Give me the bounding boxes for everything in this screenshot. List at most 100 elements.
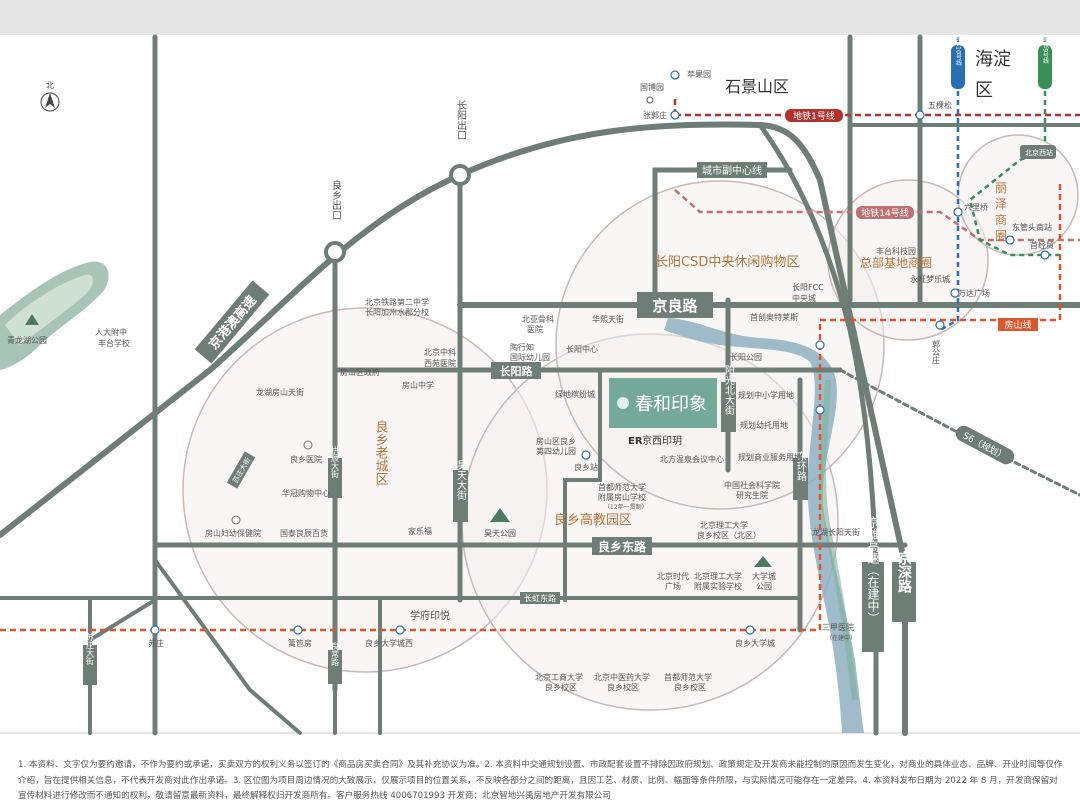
svg-text:丰台学校: 丰台学校 [98, 338, 130, 348]
svg-text:苏庄: 苏庄 [148, 638, 164, 648]
road-label-chengshi: 城市副中心线 [702, 164, 762, 177]
station-beijingwest: 北京西站 [1020, 145, 1056, 159]
svg-text:（在建中）: （在建中） [826, 634, 856, 642]
road-label-jingliang: 京良路 [652, 297, 698, 315]
svg-text:良乡校区（北区）: 良乡校区（北区） [697, 530, 761, 540]
zone-labels: 良乡老城区 良乡高教园区 长阳CSD中央休闲购物区 总部基地商圈 丽 泽 商 圈 [373, 181, 1008, 528]
svg-text:龙湖长阳天街: 龙湖长阳天街 [812, 527, 860, 537]
stations: 苹果园 国博园 张郭庄 五棵松 六里桥 东管头南站 北京西站 首经贸 万达广场 … [148, 69, 1056, 648]
station-shoujingmao: 首经贸 [1030, 240, 1054, 260]
svg-text:良乡校区: 良乡校区 [674, 682, 706, 692]
pois: 人大附中 丰台学校 青龙湖公园 北京铁路第二中学 长阳加州水郡分校 房山区政府 … [7, 246, 950, 692]
zone-label-university: 良乡高教园区 [554, 512, 632, 528]
svg-text:三甲医院: 三甲医院 [822, 622, 854, 632]
metro-label-line1: 地铁1号线 [793, 110, 835, 122]
river [664, 318, 864, 733]
zone-label-csd: 长阳CSD中央休闲购物区 [655, 254, 799, 270]
svg-text:北京工商大学: 北京工商大学 [535, 672, 583, 682]
svg-text:绿地缤纷城: 绿地缤纷城 [555, 389, 595, 399]
station-liuliqiao: 六里桥 [953, 202, 988, 217]
svg-text:第四幼儿园: 第四幼儿园 [536, 446, 576, 456]
school-brand: 学府印悦 [410, 609, 450, 622]
project-sub-logo-icon: ER [628, 436, 643, 447]
compass: 北 [40, 81, 60, 112]
road-jingxiong [757, 122, 879, 736]
svg-text:北亚骨科: 北亚骨科 [522, 314, 554, 324]
station-huangguan: 篱笆房 [288, 625, 312, 648]
svg-text:规划幼托用地: 规划幼托用地 [740, 420, 788, 430]
svg-text:首创奥特莱斯: 首创奥特莱斯 [750, 312, 798, 322]
project-subname: 京西印玥 [642, 434, 682, 447]
svg-text:商: 商 [995, 212, 1007, 227]
road-label-changyang: 长阳路 [500, 364, 534, 378]
project-logo-icon [617, 397, 629, 409]
svg-text:房山区政府: 房山区政府 [340, 367, 380, 377]
svg-text:北京理工大学: 北京理工大学 [700, 520, 748, 530]
svg-text:北京中科: 北京中科 [424, 347, 456, 357]
svg-text:规划中小学用地: 规划中小学用地 [738, 390, 794, 400]
road-label-dongshuan: 东环路 [795, 450, 807, 482]
district-haidian-2: 区 [975, 80, 993, 101]
svg-text:国泰良辰百货: 国泰良辰百货 [280, 528, 328, 538]
station-daotian [815, 405, 825, 415]
station-pingguoyuan: 苹果园 [670, 69, 711, 80]
svg-text:北方温泉会议中心: 北方温泉会议中心 [660, 454, 724, 464]
svg-text:良乡医院: 良乡医院 [290, 454, 322, 464]
svg-text:房山妇幼保健院: 房山妇幼保健院 [205, 528, 261, 538]
svg-text:附属房山学校: 附属房山学校 [598, 492, 646, 502]
svg-text:青龙湖公园: 青龙湖公园 [7, 335, 47, 345]
svg-text:苹果园: 苹果园 [687, 69, 711, 79]
svg-text:华冠购物中心: 华冠购物中心 [282, 488, 330, 498]
svg-text:北京理工大学: 北京理工大学 [694, 571, 742, 581]
station-guogongzhuang: 郭公庄 [932, 320, 945, 365]
metro-label-fangshan: 房山线 [1004, 319, 1031, 331]
station-wukesong: 五棵松 [915, 100, 952, 120]
svg-text:五棵松: 五棵松 [928, 100, 952, 110]
svg-text:房山区良乡: 房山区良乡 [536, 436, 576, 446]
svg-text:北京中医药大学: 北京中医药大学 [594, 672, 650, 682]
station-zhangguozhuang: 张郭庄 [643, 110, 680, 120]
svg-text:北: 北 [46, 81, 54, 90]
svg-text:首经贸: 首经贸 [1030, 240, 1054, 250]
svg-text:医院: 医院 [527, 324, 543, 334]
interchange-liangxiang [324, 241, 346, 263]
station-liangxiang: 良乡站 [574, 450, 598, 472]
metro-label-line10: 地铁10号线 [955, 33, 962, 66]
road-southwest-curve [153, 558, 302, 735]
svg-text:西苑医院: 西苑医院 [424, 358, 456, 368]
exit-label-liangxiang: 良乡出口 [330, 179, 342, 220]
svg-text:研究生院: 研究生院 [736, 490, 768, 500]
svg-text:良乡大学城西: 良乡大学城西 [365, 638, 413, 648]
road-label-huangchang: 良常路 [331, 641, 340, 666]
svg-text:中央城: 中央城 [792, 293, 816, 303]
station-daxuecheng: 良乡大学城 [735, 625, 775, 648]
road-label-jingxiong: 京雄高速（在建中） [866, 516, 880, 624]
station-suzhuang: 苏庄 [148, 625, 164, 648]
footer-band [0, 733, 1080, 810]
svg-text:陶行知: 陶行知 [510, 342, 534, 352]
poi-haotian-park: 昊天公园 [484, 508, 516, 538]
svg-text:国博园: 国博园 [640, 82, 664, 92]
svg-text:昊天公园: 昊天公园 [484, 529, 516, 538]
project-marker[interactable]: 春和印象 [609, 378, 717, 428]
svg-text:房山中学: 房山中学 [402, 380, 434, 390]
svg-text:丽: 丽 [995, 181, 1007, 195]
metro-label-line14: 地铁14号线 [861, 207, 908, 219]
poi-qinglong-park: 青龙湖公园 [7, 314, 47, 345]
svg-text:长阳公园: 长阳公园 [730, 352, 762, 362]
svg-text:龙湖房山天街: 龙湖房山天街 [256, 387, 304, 397]
metro-labels: 地铁1号线 地铁14号线 房山线 地铁10号线 地铁9号线 [785, 33, 1052, 331]
metro-line10 [939, 37, 960, 332]
district-haidian: 海淀 [975, 49, 1011, 70]
station-dongguantou: 东管头南站 [1005, 222, 1052, 245]
road-label-suzhuang: 苏庄大街 [86, 632, 95, 666]
svg-text:附属实验学校: 附属实验学校 [694, 581, 742, 591]
interchange-changyang [449, 164, 471, 186]
project-name: 春和印象 [635, 394, 707, 415]
metro-label-line9: 地铁9号线 [1042, 35, 1049, 64]
svg-text:郭公庄: 郭公庄 [932, 339, 941, 365]
svg-text:中国社会科学院: 中国社会科学院 [724, 480, 780, 490]
svg-text:长阳中心: 长阳中心 [566, 344, 598, 354]
svg-text:东管头南站: 东管头南站 [1012, 222, 1052, 232]
